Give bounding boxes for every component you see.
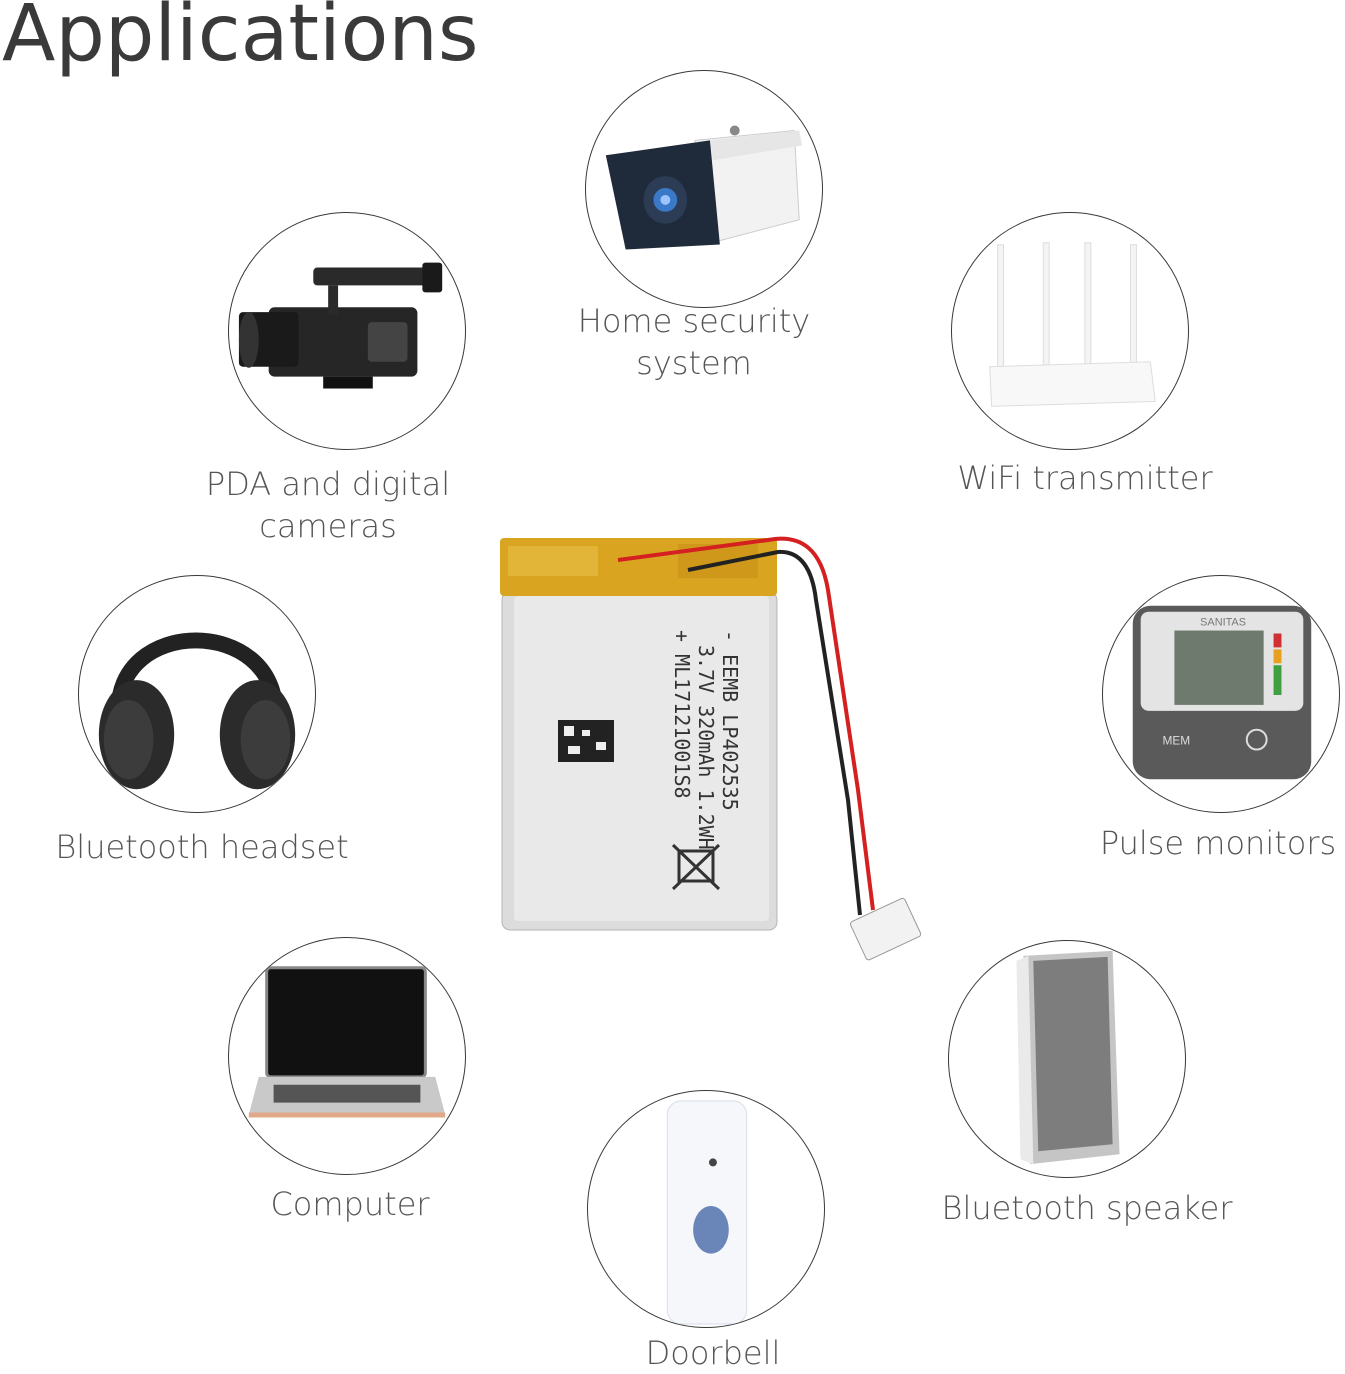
- label-bluetooth-headset: Bluetooth headset: [55, 828, 349, 866]
- router-circle: [951, 212, 1189, 450]
- blood-pressure-monitor-icon: SANITAS MEM: [1132, 605, 1312, 780]
- security-camera-icon: [605, 125, 803, 250]
- headphones-icon: [98, 632, 296, 790]
- battery-graphic: - EEMB LP402535 3.7V 320mAh 1.2WH + ML17…: [500, 536, 922, 961]
- label-computer: Computer: [270, 1185, 430, 1223]
- label-wifi: WiFi transmitter: [957, 459, 1213, 497]
- label-home-security: Home security system: [577, 302, 811, 382]
- battery-text-line3: + ML17121001S8: [670, 630, 694, 799]
- laptop-circle: [228, 937, 466, 1175]
- router-icon: [989, 242, 1156, 407]
- label-bluetooth-speaker: Bluetooth speaker: [941, 1189, 1233, 1227]
- pulse-monitor-circle: SANITAS MEM: [1102, 575, 1340, 813]
- recycle-bin-icon: [671, 843, 721, 891]
- speaker-icon: [1016, 950, 1120, 1165]
- label-pda-cameras: PDA and digital cameras: [205, 465, 451, 545]
- label-pulse-monitors: Pulse monitors: [1099, 824, 1337, 862]
- lipo-battery: - EEMB LP402535 3.7V 320mAh 1.2WH + ML17…: [498, 530, 978, 970]
- doorbell-circle: [587, 1090, 825, 1328]
- video-camera-circle: [228, 212, 466, 450]
- battery-text-line2: 3.7V 320mAh 1.2WH: [694, 645, 718, 850]
- speaker-circle: [948, 940, 1186, 1178]
- label-doorbell: Doorbell: [645, 1334, 781, 1372]
- page-title: Applications: [2, 0, 479, 79]
- security-camera-circle: [585, 70, 823, 308]
- laptop-icon: [248, 966, 446, 1118]
- headphones-circle: [78, 575, 316, 813]
- video-camera-icon: [238, 262, 443, 389]
- monitor-mem-text: MEM: [1162, 734, 1190, 748]
- monitor-brand-text: SANITAS: [1200, 617, 1246, 629]
- doorbell-icon: [666, 1100, 748, 1325]
- battery-text-line1: - EEMB LP402535: [718, 630, 742, 811]
